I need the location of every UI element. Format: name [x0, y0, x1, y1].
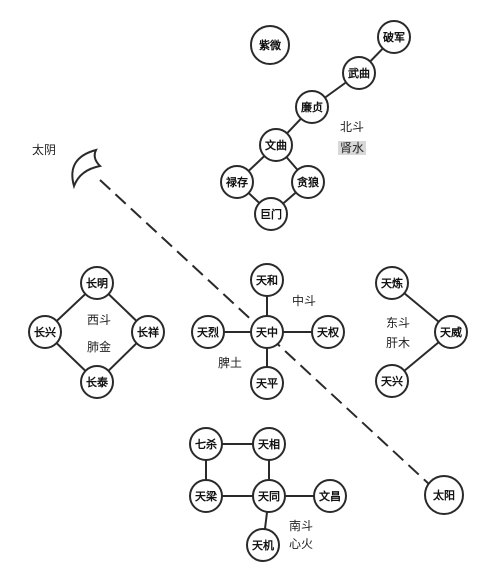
south-dipper-label: 南斗 [289, 519, 314, 533]
star-changxiang: 长祥 [131, 315, 165, 349]
star-tianwei: 天威 [434, 315, 468, 349]
star-jumen: 巨门 [254, 197, 288, 231]
moon-label: 太阴 [32, 143, 57, 157]
north-element-label: 肾水 [338, 141, 367, 155]
star-tianzhong: 天中 [250, 315, 284, 349]
star-tiantong: 天同 [252, 479, 286, 513]
moon-sun-dashed-line [99, 179, 431, 486]
star-qisha: 七杀 [189, 427, 223, 461]
star-tanlang: 贪狼 [291, 165, 325, 199]
star-wenchang: 文昌 [313, 479, 347, 513]
star-changtai: 长泰 [80, 365, 114, 399]
moon-crescent-icon [71, 148, 103, 190]
star-tianlie: 天烈 [191, 315, 225, 349]
center-dipper-label: 中斗 [292, 294, 317, 308]
star-tianquan: 天权 [311, 315, 345, 349]
star-ziwei: 紫微 [250, 25, 290, 65]
center-element-label: 脾土 [218, 356, 243, 370]
south-element-label: 心火 [289, 537, 314, 551]
east-dipper-label: 东斗 [386, 316, 411, 330]
star-tianliang: 天梁 [189, 479, 223, 513]
star-sun: 太阳 [424, 475, 464, 515]
star-lucun: 禄存 [220, 165, 254, 199]
star-tianxing: 天兴 [375, 364, 409, 398]
north-dipper-label: 北斗 [340, 120, 365, 134]
east-element-label: 肝木 [386, 336, 411, 350]
star-lianzhen: 廉贞 [295, 90, 329, 124]
west-dipper-label: 西斗 [87, 313, 112, 327]
star-tianji: 天机 [246, 528, 280, 562]
star-wenqu-north: 文曲 [259, 128, 293, 162]
star-changxing: 长兴 [28, 315, 62, 349]
star-tianlian: 天炼 [375, 266, 409, 300]
star-changming: 长明 [80, 266, 114, 300]
west-element-label: 肺金 [87, 340, 112, 354]
star-wuqu: 武曲 [342, 56, 376, 90]
star-pojun: 破军 [377, 20, 411, 54]
star-tianxiang: 天相 [252, 427, 286, 461]
star-tianhe: 天和 [250, 263, 284, 297]
star-tianping: 天平 [250, 366, 284, 400]
